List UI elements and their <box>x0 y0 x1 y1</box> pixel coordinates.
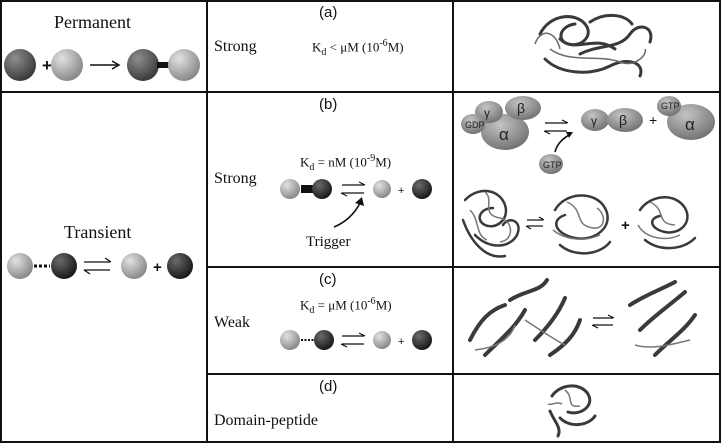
category-permanent: Permanent <box>54 12 131 32</box>
transient-complex-schematic: + <box>7 253 193 279</box>
strength-c: Weak <box>214 314 251 331</box>
trigger-arrow <box>333 202 361 228</box>
tag-d: (d) <box>319 378 338 395</box>
sphere-light <box>51 49 83 81</box>
plus-sign: + <box>42 56 52 75</box>
sphere-dark-free <box>167 253 193 279</box>
svg-text:α: α <box>685 115 695 134</box>
svg-text:+: + <box>398 185 404 197</box>
strength-a: Strong <box>214 38 257 55</box>
svg-text:+: + <box>398 336 404 348</box>
protein-structure-a <box>534 14 653 78</box>
svg-text:γ: γ <box>591 114 597 128</box>
sphere-light <box>7 253 33 279</box>
strong-transient-schematic: + <box>280 179 432 228</box>
sphere-dark <box>4 49 36 81</box>
kd-a: Kd < μM (10-6M) <box>312 38 404 58</box>
weak-transient-schematic: + <box>280 330 432 350</box>
svg-text:+: + <box>621 217 630 234</box>
svg-text:+: + <box>649 112 657 128</box>
sphere-dark <box>51 253 77 279</box>
permanent-bond <box>157 62 171 68</box>
tag-a: (a) <box>319 4 338 21</box>
svg-text:β: β <box>619 112 627 128</box>
gtp-label-bound: GTP <box>661 101 680 111</box>
trigger-label: Trigger <box>306 234 351 250</box>
protein-structure-d <box>547 384 597 438</box>
protein-dissociation-b: + <box>461 189 697 258</box>
tag-c: (c) <box>319 271 337 288</box>
gamma-subunit-label: γ <box>484 106 490 120</box>
gdp-label: GDP <box>465 120 485 130</box>
sphere-dark-bound <box>127 49 159 81</box>
sphere-light-bound <box>168 49 200 81</box>
g-protein-diagram: γ β GDP α γ β + GTP α GTP <box>461 96 715 174</box>
beta-subunit-label: β <box>517 100 525 116</box>
strength-b: Strong <box>214 170 257 187</box>
protein-structure-c <box>468 278 697 357</box>
svg-text:+: + <box>153 259 162 276</box>
kd-b: Kd = nM (10-9M) <box>300 153 392 173</box>
strength-d: Domain-peptide <box>214 412 318 429</box>
category-transient: Transient <box>64 222 132 242</box>
sphere-light-free <box>121 253 147 279</box>
alpha-subunit-label: α <box>499 125 509 144</box>
gtp-label-free: GTP <box>543 160 562 170</box>
tag-b: (b) <box>319 96 338 113</box>
kd-c: Kd = μM (10-6M) <box>300 296 392 316</box>
permanent-complex-schematic: + <box>4 49 200 81</box>
